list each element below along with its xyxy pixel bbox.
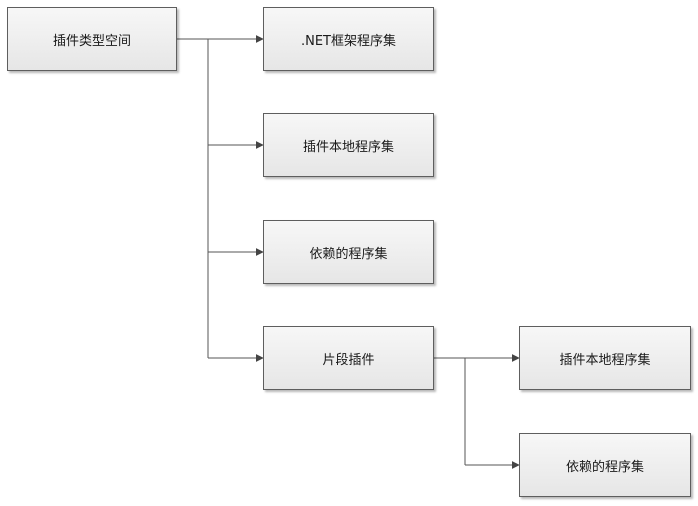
connector-frag-trunk [434,357,466,465]
node-label: 依赖的程序集 [309,246,388,262]
node-dependent-assembly: 依赖的程序集 [263,220,434,284]
node-label: 插件类型空间 [52,33,131,49]
node-plugin-type-space: 插件类型空间 [7,7,177,71]
node-plugin-local-assembly: 插件本地程序集 [263,113,434,177]
node-net-framework-assembly: .NET框架程序集 [263,7,434,71]
node-label: .NET框架程序集 [300,33,396,49]
node-label: 插件本地程序集 [302,139,394,155]
node-label: 插件本地程序集 [559,352,651,368]
node-fragment-plugin: 片段插件 [263,326,434,390]
node-fragment-dependent-assembly: 依赖的程序集 [519,433,691,497]
node-label: 片段插件 [322,352,375,368]
connector-root-trunk [177,38,209,358]
node-label: 依赖的程序集 [565,459,644,475]
node-fragment-local-assembly: 插件本地程序集 [519,326,691,390]
